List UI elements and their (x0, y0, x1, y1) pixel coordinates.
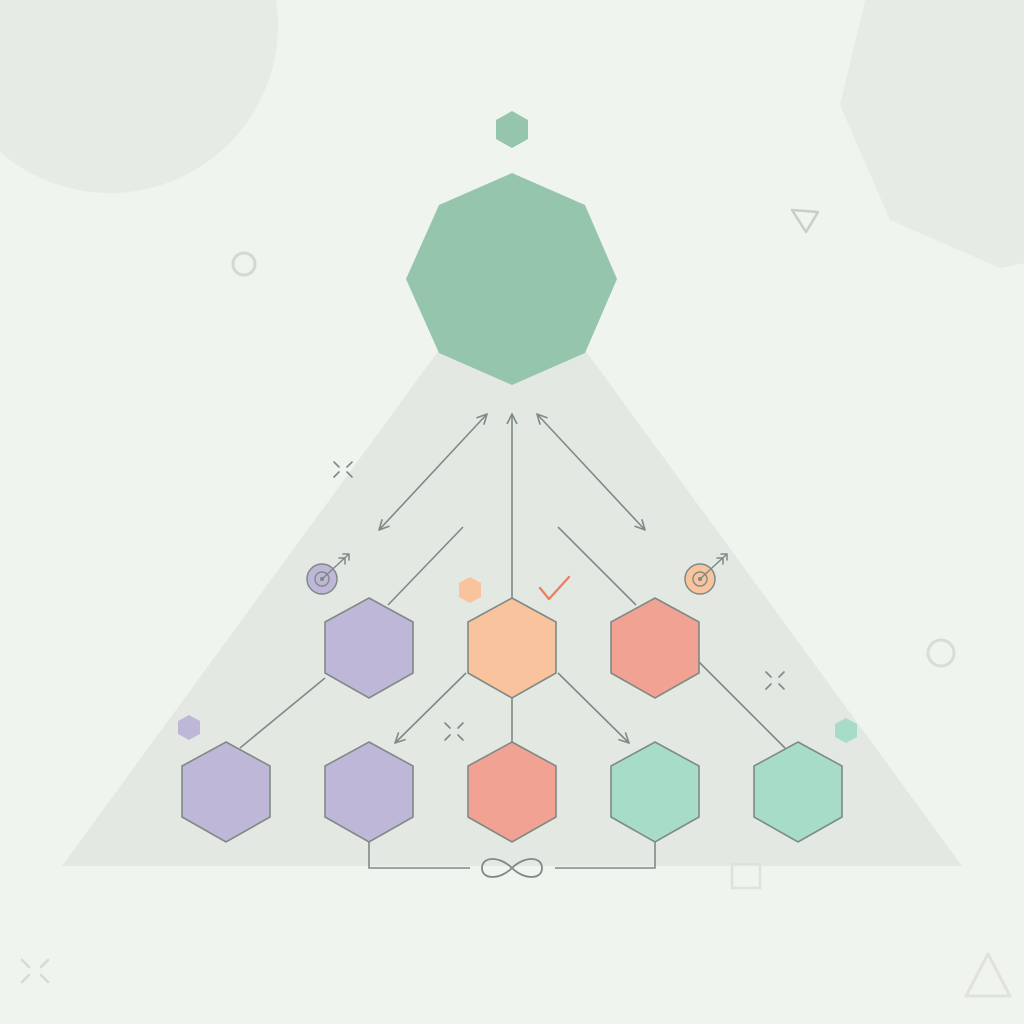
target-icon (684, 553, 728, 595)
tier3-coral-node (467, 741, 557, 843)
small-peach-hexagon (459, 577, 481, 603)
top-marker-hexagon (496, 111, 528, 148)
triangle-outline-icon (790, 208, 820, 234)
small-mint-hexagon (835, 718, 857, 743)
tier2-peach-node (467, 597, 557, 699)
link-left-branch (387, 526, 464, 606)
bracket-left (368, 841, 470, 869)
link-coral-to-mint-b (698, 661, 786, 749)
connectors (239, 414, 786, 878)
backdrop-circle (0, 0, 278, 193)
circle-outline-icon (926, 638, 956, 668)
arrow-bidirectional-right (537, 414, 645, 530)
arrow-peach-to-lavender-b (395, 672, 467, 743)
target-icon (306, 553, 350, 595)
decorations (20, 208, 1012, 998)
tier3-lavender-a-node (181, 741, 271, 843)
apex-node (406, 173, 617, 385)
sparkle-icon (20, 958, 50, 984)
link-lavender-to-lavender-a (239, 677, 326, 749)
sparkle-icon (333, 461, 353, 478)
tier3-mint-a-node (610, 741, 700, 843)
link-right-branch (557, 526, 637, 606)
tier3-mint-b-node (753, 741, 843, 843)
tier2-lavender-node (324, 597, 414, 699)
tier3-lavender-b-node (324, 741, 414, 843)
infinity-icon (481, 858, 543, 878)
triangle-outline-icon (964, 952, 1012, 998)
checkmark-icon (538, 575, 571, 601)
tier2-coral-node (610, 597, 700, 699)
small-lavender-hexagon (178, 715, 200, 740)
arrow-bidirectional-left (379, 414, 487, 530)
circle-outline-icon (231, 251, 257, 277)
bracket-right (555, 841, 656, 869)
arrow-peach-to-mint-a (557, 672, 629, 743)
sparkle-icon (444, 722, 464, 741)
square-outline-icon (730, 862, 762, 890)
sparkle-icon (765, 671, 785, 690)
nodes (178, 111, 857, 843)
backdrop-polygon (840, 0, 1024, 268)
